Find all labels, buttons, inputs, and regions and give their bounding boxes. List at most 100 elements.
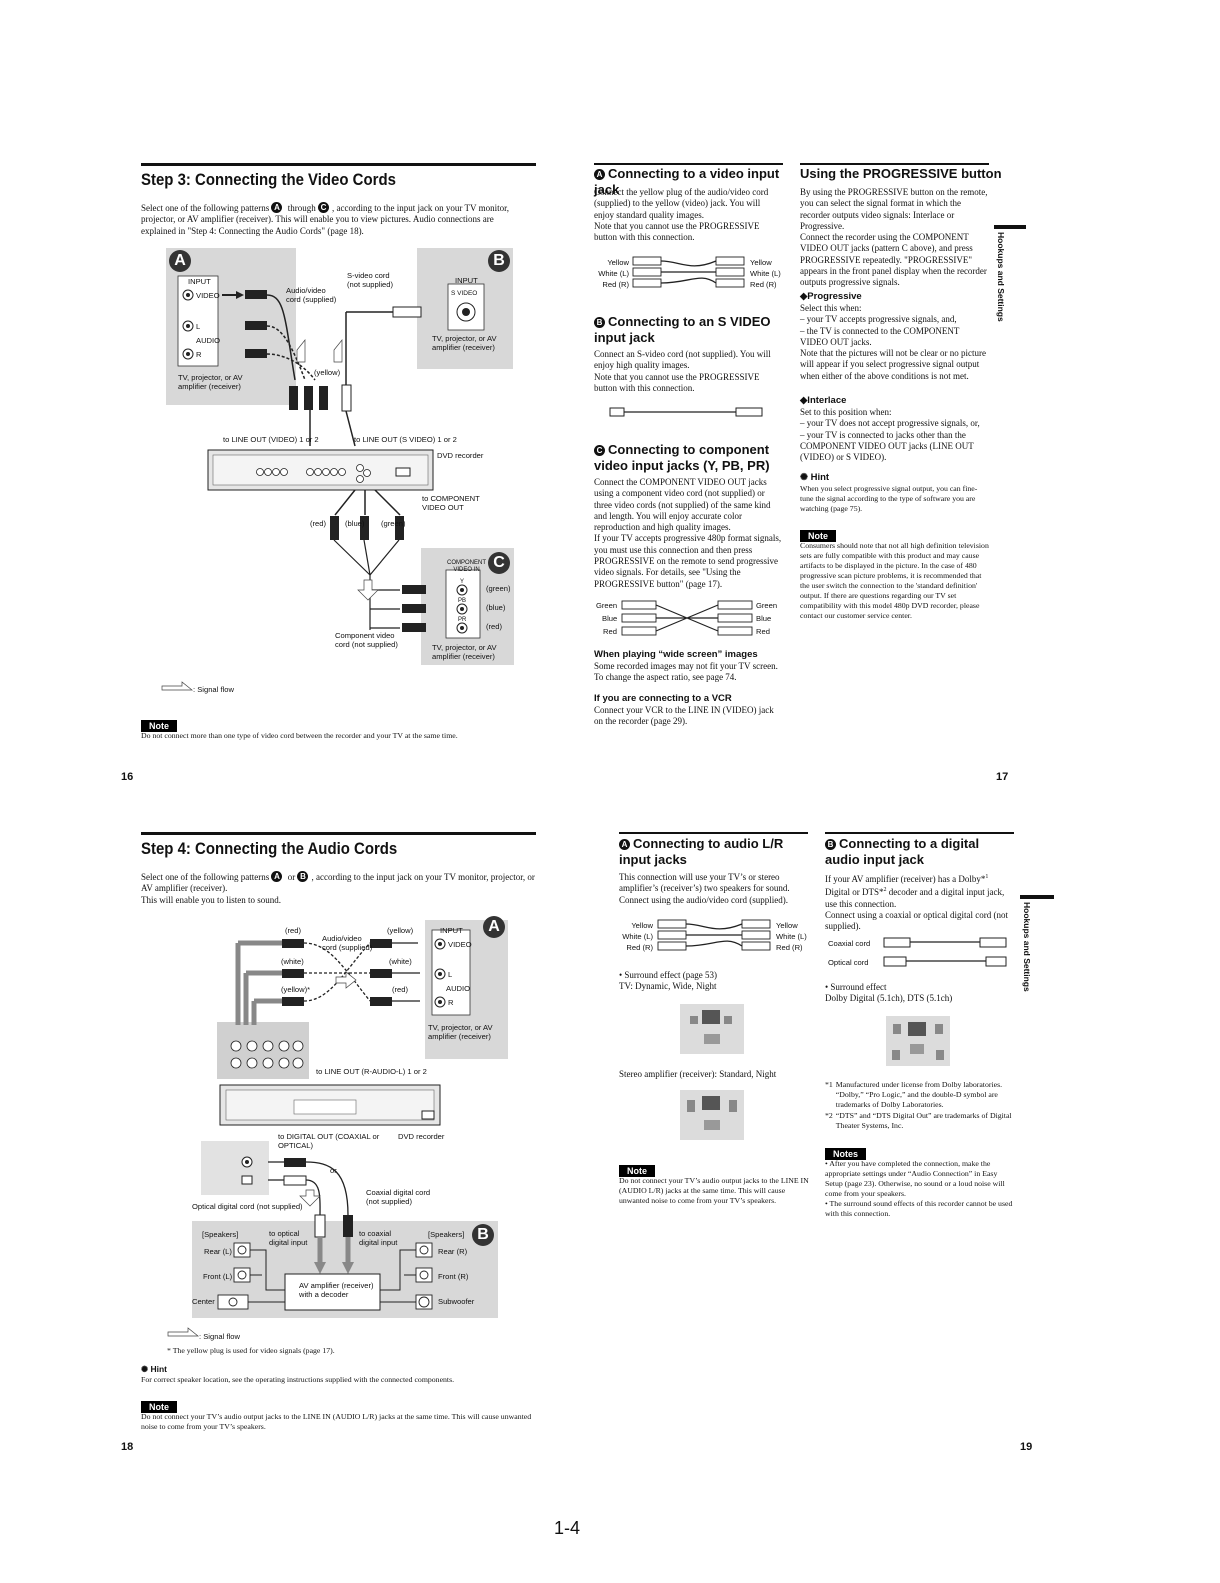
audio-red-label-2: (red) (392, 985, 409, 994)
digital-audio-text: If your AV amplifier (receiver) has a Do… (825, 874, 1008, 932)
green-label-2: (green) (486, 584, 511, 593)
audio-l-label: L (448, 970, 453, 979)
wide-screen-text: Some recorded images may not fit your TV… (594, 661, 778, 683)
progressive-text: By using the PROGRESSIVE button on the r… (800, 187, 988, 288)
optical-cord-label: Optical digital cord (not supplied) (192, 1202, 303, 1211)
audio-plug-left-2: White (L) (622, 932, 653, 941)
stereo-amp-text: Stereo amplifier (receiver): Standard, N… (619, 1069, 777, 1079)
signal-flow-label: : Signal flow (193, 685, 234, 694)
notes-item: • After you have completed the connectio… (825, 1159, 1005, 1198)
line-out-svideo-label: to LINE OUT (S VIDEO) 1 or 2 (354, 435, 457, 444)
note-text-18: Do not connect your TV’s audio output ja… (141, 1412, 532, 1431)
hint-heading-17: ✺ Hint (800, 472, 830, 483)
wide-screen-heading: When playing “wide screen” images (594, 649, 758, 660)
plug-left-3: Red (R) (602, 280, 629, 289)
svideo-input-text: Connect an S-video cord (not supplied). … (594, 349, 771, 393)
notes-list-19: • After you have completed the connectio… (825, 1159, 1015, 1219)
blue-label-2: (blue) (486, 603, 506, 612)
plug-right-2: White (L) (750, 269, 781, 278)
progressive-option-text: Select this when: – your TV accepts prog… (800, 303, 986, 381)
or-label: or (330, 1166, 337, 1175)
audio-signal-flow-label: : Signal flow (199, 1332, 240, 1341)
audio-input-label: INPUT (440, 926, 463, 935)
page18-title: Step 4: Connecting the Audio Cords (141, 839, 398, 858)
hint-icon: ✺ (800, 472, 811, 483)
audio-label: AUDIO (196, 336, 221, 345)
audio-plug-left-1: Yellow (631, 921, 653, 930)
input-label-b: INPUT (455, 276, 478, 285)
yellow-label: (yellow) (314, 368, 341, 377)
video-input-text: Connect the yellow plug of the audio/vid… (594, 187, 769, 243)
digital-out-label: to DIGITAL OUT (COAXIAL or OPTICAL) (278, 1132, 380, 1150)
sheet-footer-number: 1-4 (554, 1518, 581, 1538)
coax-cord-label: Coaxial digital cord (not supplied) (366, 1188, 431, 1206)
svideo-cord-label: S-video cord (not supplied) (347, 271, 394, 289)
amp-label: AV amplifier (receiver) with a decoder (299, 1281, 374, 1299)
audio-audio-label: AUDIO (446, 984, 471, 993)
side-tab-19: Hookups and Settings (1022, 902, 1032, 992)
note-text-16: Do not connect more than one type of vid… (141, 731, 458, 740)
note-text-17: Consumers should note that not all high … (800, 541, 989, 620)
rear-r-label: Rear (R) (438, 1247, 468, 1256)
audio-video-label: VIDEO (448, 940, 472, 949)
video-label: VIDEO (196, 291, 220, 300)
hint-text-17: When you select progressive signal outpu… (800, 484, 978, 513)
side-tab-17: Hookups and Settings (996, 232, 1006, 322)
note-badge-17: Note (800, 526, 836, 544)
component-in-label: COMPONENT VIDEO IN (447, 560, 486, 573)
plug-right-1: Yellow (750, 258, 772, 267)
marker-b: B (488, 250, 510, 272)
red-label-2: (red) (486, 622, 503, 631)
component-out-label: to COMPONENT VIDEO OUT (422, 494, 480, 512)
note-badge-16: Note (141, 716, 177, 734)
progressive-option-heading: ◆Progressive (800, 291, 862, 302)
speakers-left-label: [Speakers] (202, 1230, 239, 1239)
audio-plug-right-1: Yellow (776, 921, 798, 930)
marker-a: A (169, 250, 191, 272)
input-label: INPUT (188, 277, 211, 286)
audio-plug-right-2: White (L) (776, 932, 807, 941)
to-coaxial-label: to coaxial digital input (359, 1229, 398, 1247)
blue-label: (blue) (345, 519, 365, 528)
speakers-right-label: [Speakers] (428, 1230, 465, 1239)
interlace-text: Set to this position when: – your TV doe… (800, 407, 980, 463)
audio-plug-left-3: Red (R) (626, 943, 653, 952)
audio-r-label: R (448, 998, 454, 1007)
marker-audio-a: A (483, 916, 505, 938)
line-out-audio-label: to LINE OUT (R-AUDIO-L) 1 or 2 (316, 1067, 427, 1076)
digital-out-closeup-box (201, 1141, 269, 1195)
rear-l-label: Rear (L) (204, 1247, 232, 1256)
comp-left-3: Red (603, 627, 617, 636)
note-text-19: Do not connect your TV’s audio output ja… (619, 1176, 809, 1205)
y-label: Y (460, 579, 465, 585)
vcr-text: Connect your VCR to the LINE IN (VIDEO) … (594, 705, 774, 727)
audio-white-label-2: (white) (389, 957, 412, 966)
audio-yellow-star-label: (yellow)* (281, 985, 311, 994)
surround-effect-a: • Surround effect (page 53) TV: Dynamic,… (619, 970, 717, 992)
hint-heading-18: ✺ Hint (141, 1364, 168, 1374)
svideo-label: S VIDEO (451, 290, 478, 297)
page-number-18: 18 (121, 1441, 134, 1453)
comp-right-1: Green (756, 601, 778, 610)
pb-label: PB (458, 598, 467, 604)
r-label: R (196, 350, 202, 359)
comp-left-1: Green (596, 601, 618, 610)
vcr-heading: If you are connecting to a VCR (594, 693, 732, 704)
to-optical-label: to optical digital input (269, 1229, 308, 1247)
note-badge-19: Note (619, 1161, 655, 1179)
plug-right-3: Red (R) (750, 280, 777, 289)
footnote-2: *2“DTS” and “DTS Digital Out” are tradem… (825, 1111, 1012, 1130)
audio-dvd-label: DVD recorder (398, 1132, 445, 1141)
tv-label-a: TV, projector, or AV amplifier (receiver… (178, 373, 243, 391)
page-number-19: 19 (1020, 1441, 1033, 1453)
av-cord-label: Audio/video cord (supplied) (286, 286, 337, 304)
audio-red-label: (red) (285, 926, 302, 935)
l-label: L (196, 322, 201, 331)
yellow-footnote: * The yellow plug is used for video sign… (167, 1346, 335, 1355)
